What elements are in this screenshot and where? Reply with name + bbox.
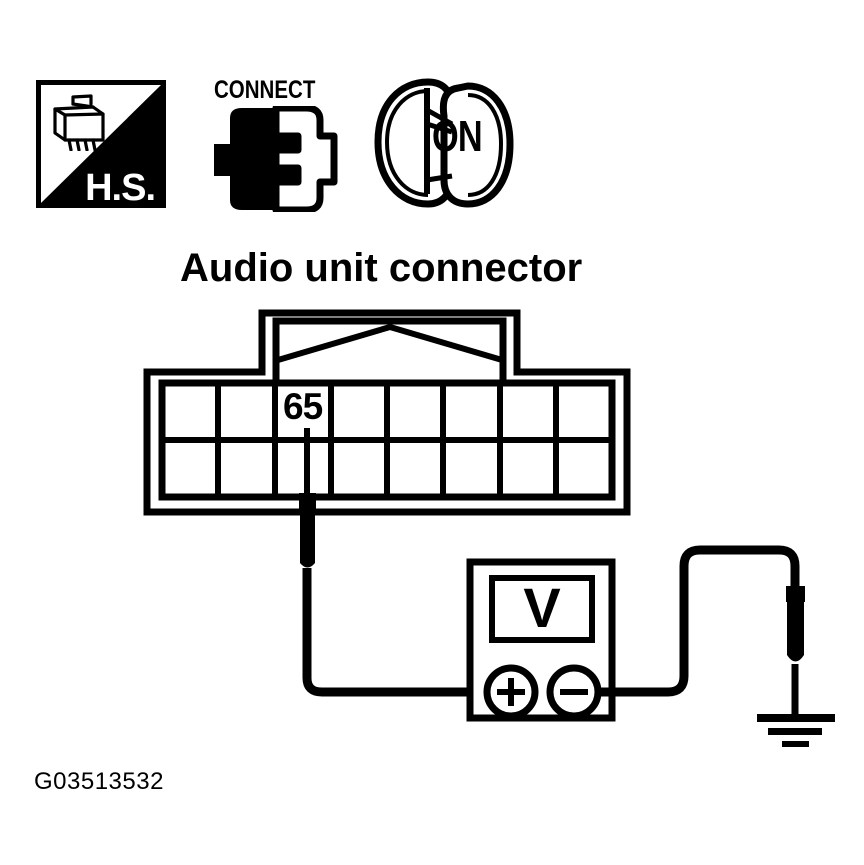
connector-latch-box (272, 317, 507, 383)
meter-negative-terminal (546, 664, 602, 720)
hs-label: H.S. (85, 167, 156, 208)
ignition-on-label: ON (432, 112, 483, 161)
connect-plug-glyph-icon (214, 106, 338, 212)
connect-icon: CONNECT (206, 76, 342, 212)
meter-positive-terminal (483, 664, 539, 720)
voltmeter (466, 558, 616, 722)
figure-id-label: G03513532 (34, 768, 164, 795)
ignition-key-glyph-icon (374, 78, 514, 208)
pin-number-label: 65 (283, 386, 323, 427)
positive-probe (299, 428, 496, 697)
connector-pictogram-icon (53, 94, 105, 151)
ignition-on-icon: ON (370, 72, 520, 214)
hs-diagonal-fill (41, 85, 161, 203)
ground-symbol (757, 714, 835, 747)
negative-probe (598, 545, 805, 718)
meter-display-symbol: V (523, 576, 561, 639)
connect-label: CONNECT (214, 76, 316, 104)
hs-connector-icon: H.S. (36, 80, 166, 208)
page-title: Audio unit connector (180, 246, 583, 290)
connector-pin-grid (158, 379, 616, 501)
